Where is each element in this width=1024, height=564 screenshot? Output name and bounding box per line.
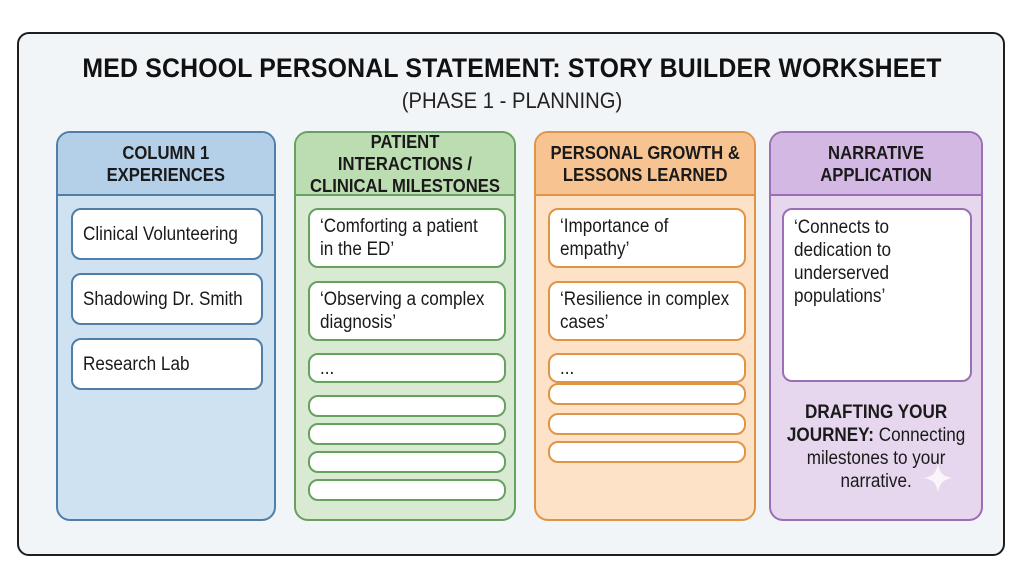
experience-card[interactable]: Clinical Volunteering	[71, 208, 263, 260]
page-title: MED SCHOOL PERSONAL STATEMENT: STORY BUI…	[82, 53, 942, 83]
lesson-blank-line[interactable]	[548, 441, 746, 463]
lesson-card[interactable]: ...	[548, 353, 746, 383]
drafting-text: narrative.	[840, 471, 912, 492]
milestone-blank-line[interactable]	[308, 451, 506, 473]
milestone-blank-line[interactable]	[308, 479, 506, 501]
column-narrative: NARRATIVE APPLICATION ‘Connects to dedic…	[769, 131, 983, 521]
column-heading-experiences: COLUMN 1 EXPERIENCES	[58, 133, 274, 196]
drafting-label-cont: JOURNEY:	[786, 425, 874, 446]
column-heading-growth: PERSONAL GROWTH & LESSONS LEARNED	[536, 133, 754, 196]
drafting-note: DRAFTING YOUR JOURNEY: Connecting milest…	[771, 401, 981, 493]
drafting-text: milestones to your	[806, 448, 946, 469]
column-experiences: COLUMN 1 EXPERIENCES Clinical Volunteeri…	[56, 131, 276, 521]
lesson-blank-line[interactable]	[548, 383, 746, 405]
column-milestones: PATIENT INTERACTIONS / CLINICAL MILESTON…	[294, 131, 516, 521]
experience-card[interactable]: Shadowing Dr. Smith	[71, 273, 263, 325]
sparkle-icon	[923, 463, 953, 493]
narrative-card[interactable]: ‘Connects to dedication to underserved p…	[782, 208, 972, 382]
drafting-label: DRAFTING YOUR	[804, 402, 948, 423]
milestone-card[interactable]: ...	[308, 353, 506, 383]
milestone-blank-line[interactable]	[308, 423, 506, 445]
column-heading-milestones: PATIENT INTERACTIONS / CLINICAL MILESTON…	[296, 133, 514, 196]
page-subtitle: (PHASE 1 - PLANNING)	[401, 88, 623, 113]
experience-card[interactable]: Research Lab	[71, 338, 263, 390]
milestone-blank-line[interactable]	[308, 395, 506, 417]
lesson-blank-line[interactable]	[548, 413, 746, 435]
column-heading-narrative: NARRATIVE APPLICATION	[771, 133, 981, 196]
column-growth: PERSONAL GROWTH & LESSONS LEARNED ‘Impor…	[534, 131, 756, 521]
drafting-text: Connecting	[878, 425, 966, 446]
